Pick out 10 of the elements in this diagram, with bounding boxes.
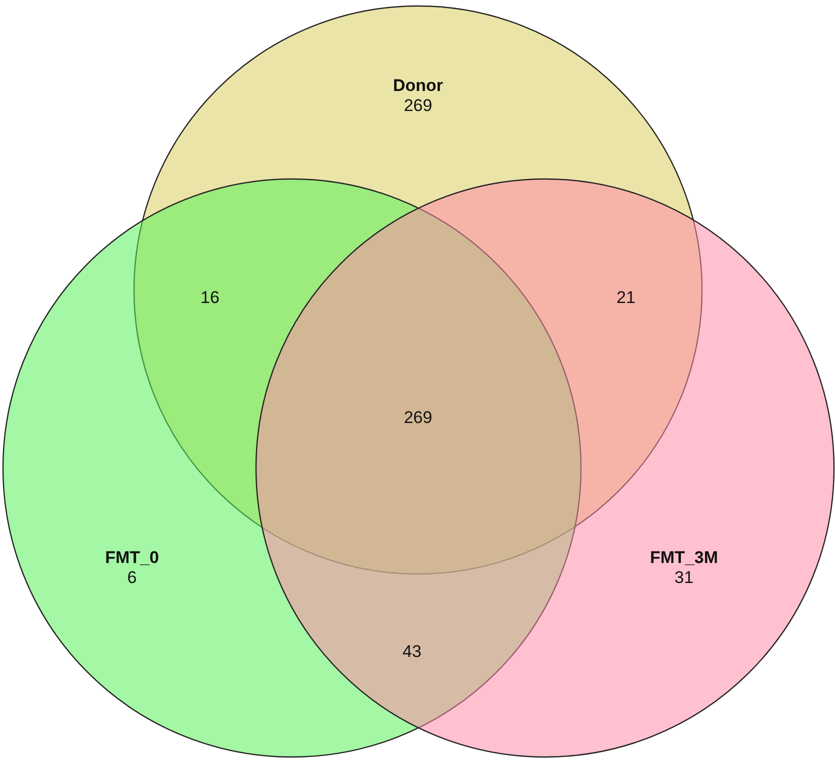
set-count: 6	[127, 568, 137, 588]
overlap-count: 43	[402, 642, 422, 662]
set-count: 269	[404, 96, 432, 116]
set-name: Donor	[392, 76, 444, 96]
overlap-count: 21	[616, 288, 636, 308]
overlap-count: 269	[404, 408, 432, 428]
set-name: FMT_0	[105, 548, 159, 568]
set-name: FMT_3M	[650, 548, 718, 568]
set-count: 31	[674, 568, 694, 588]
overlap-count: 16	[200, 288, 220, 308]
